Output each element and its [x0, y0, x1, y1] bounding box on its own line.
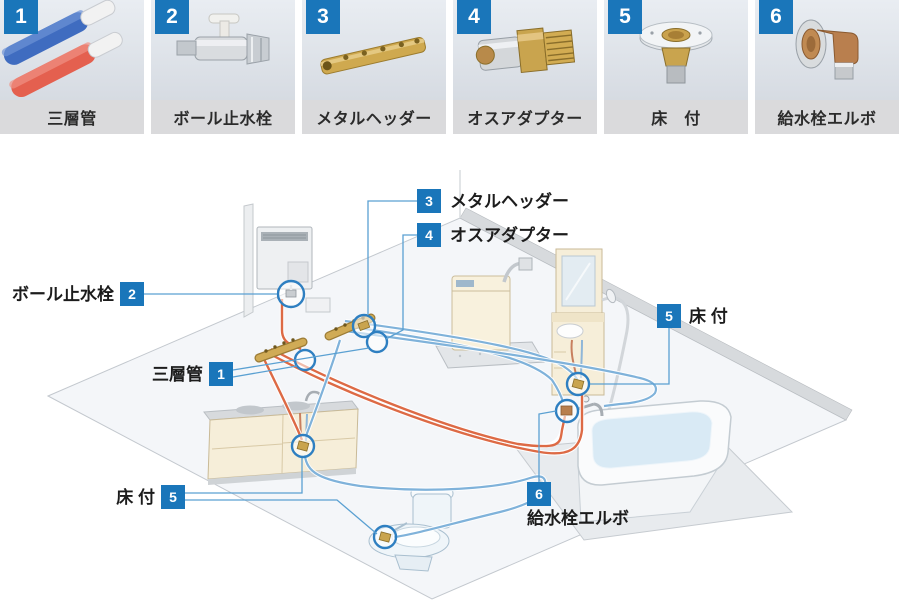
- callout-floor-mount-left: 床 付 5: [116, 485, 185, 509]
- callout-number-badge: [209, 362, 233, 386]
- card-label: オスアダプター: [453, 100, 597, 134]
- callout-floor-mount-right: 5 床 付: [657, 304, 728, 328]
- card-label: メタルヘッダー: [302, 100, 446, 134]
- callout-number: 6: [535, 486, 543, 502]
- left-wall-panel: [243, 203, 254, 318]
- callout-label: 床 付: [116, 487, 155, 507]
- callout-label: 床 付: [689, 306, 728, 326]
- ball-valve-highlight: [276, 279, 306, 309]
- card-label: ボール止水栓: [151, 100, 295, 134]
- callout-number-badge: [161, 485, 185, 509]
- callout-label: 三層管: [152, 364, 203, 384]
- callout-number-badge: [657, 304, 681, 328]
- vanity-floor-mount-highlight: [565, 371, 591, 397]
- card-number-badge: 3: [306, 0, 340, 34]
- callout-label: メタルヘッダー: [450, 191, 569, 211]
- callout-number-badge: [417, 189, 441, 213]
- callout-lines: [144, 200, 670, 535]
- callout-number: 5: [169, 489, 177, 505]
- callout-male-adapter: 4 オスアダプター: [417, 223, 569, 247]
- floor-mount-photo: [604, 0, 748, 100]
- shower-head: [605, 288, 617, 304]
- wall-faucet: [518, 257, 533, 271]
- toilet-floor-mount-highlight: [372, 524, 398, 550]
- card-number-badge: 6: [759, 0, 793, 34]
- plumbing-layout-diagram: ボール止水栓 2 3 メタルヘッダー 4 オスアダプター 三層管 1 5 床 付…: [12, 170, 853, 600]
- pipe-highlight: [365, 330, 389, 354]
- callout-faucet-elbow: 6 給水栓エルボ: [527, 482, 629, 528]
- callout-label: ボール止水栓: [12, 284, 114, 304]
- callout-number-badge: [417, 223, 441, 247]
- card-number-badge: 4: [457, 0, 491, 34]
- product-card-1: 1 三層管: [0, 0, 144, 134]
- faucet-elbow-highlight: [554, 398, 580, 424]
- callout-label: オスアダプター: [450, 225, 569, 245]
- product-card-2: 2 ボール止水栓: [151, 0, 295, 134]
- card-number-badge: 5: [608, 0, 642, 34]
- callout-number: 2: [128, 286, 136, 302]
- callout-ball-valve: ボール止水栓 2: [12, 282, 144, 306]
- callout-number-badge: [527, 482, 551, 506]
- card-label: 三層管: [0, 100, 144, 134]
- wash-basin: [556, 323, 584, 339]
- kitchen-counter: [203, 390, 359, 485]
- card-number-badge: 1: [4, 0, 38, 34]
- water-heater: [256, 226, 331, 313]
- three-layer-pipe-photo: [0, 0, 144, 100]
- product-card-6: 6 給水栓エルボ: [755, 0, 899, 134]
- bathtub: [515, 395, 794, 541]
- callout-number: 1: [217, 366, 225, 382]
- callout-pipe: 三層管 1: [152, 362, 233, 386]
- product-card-3: 3 メタルヘッダー: [302, 0, 446, 134]
- card-label: 給水栓エルボ: [755, 100, 899, 134]
- product-card-4: 4 オスアダプター: [453, 0, 597, 134]
- product-card-5: 5 床 付: [604, 0, 748, 134]
- component-highlights: [276, 279, 591, 550]
- metal-header-highlight: [351, 313, 377, 339]
- callout-number: 4: [425, 227, 433, 243]
- callout-number: 5: [665, 308, 673, 324]
- product-card-row: 1 三層管 2: [0, 0, 900, 134]
- callout-label: 給水栓エルボ: [527, 508, 629, 528]
- callout-number: 3: [425, 193, 433, 209]
- callout-number-badge: [120, 282, 144, 306]
- kitchen-floor-mount-highlight: [290, 433, 316, 459]
- callout-metal-header: 3 メタルヘッダー: [417, 189, 569, 213]
- card-label: 床 付: [604, 100, 748, 134]
- card-number-badge: 2: [155, 0, 189, 34]
